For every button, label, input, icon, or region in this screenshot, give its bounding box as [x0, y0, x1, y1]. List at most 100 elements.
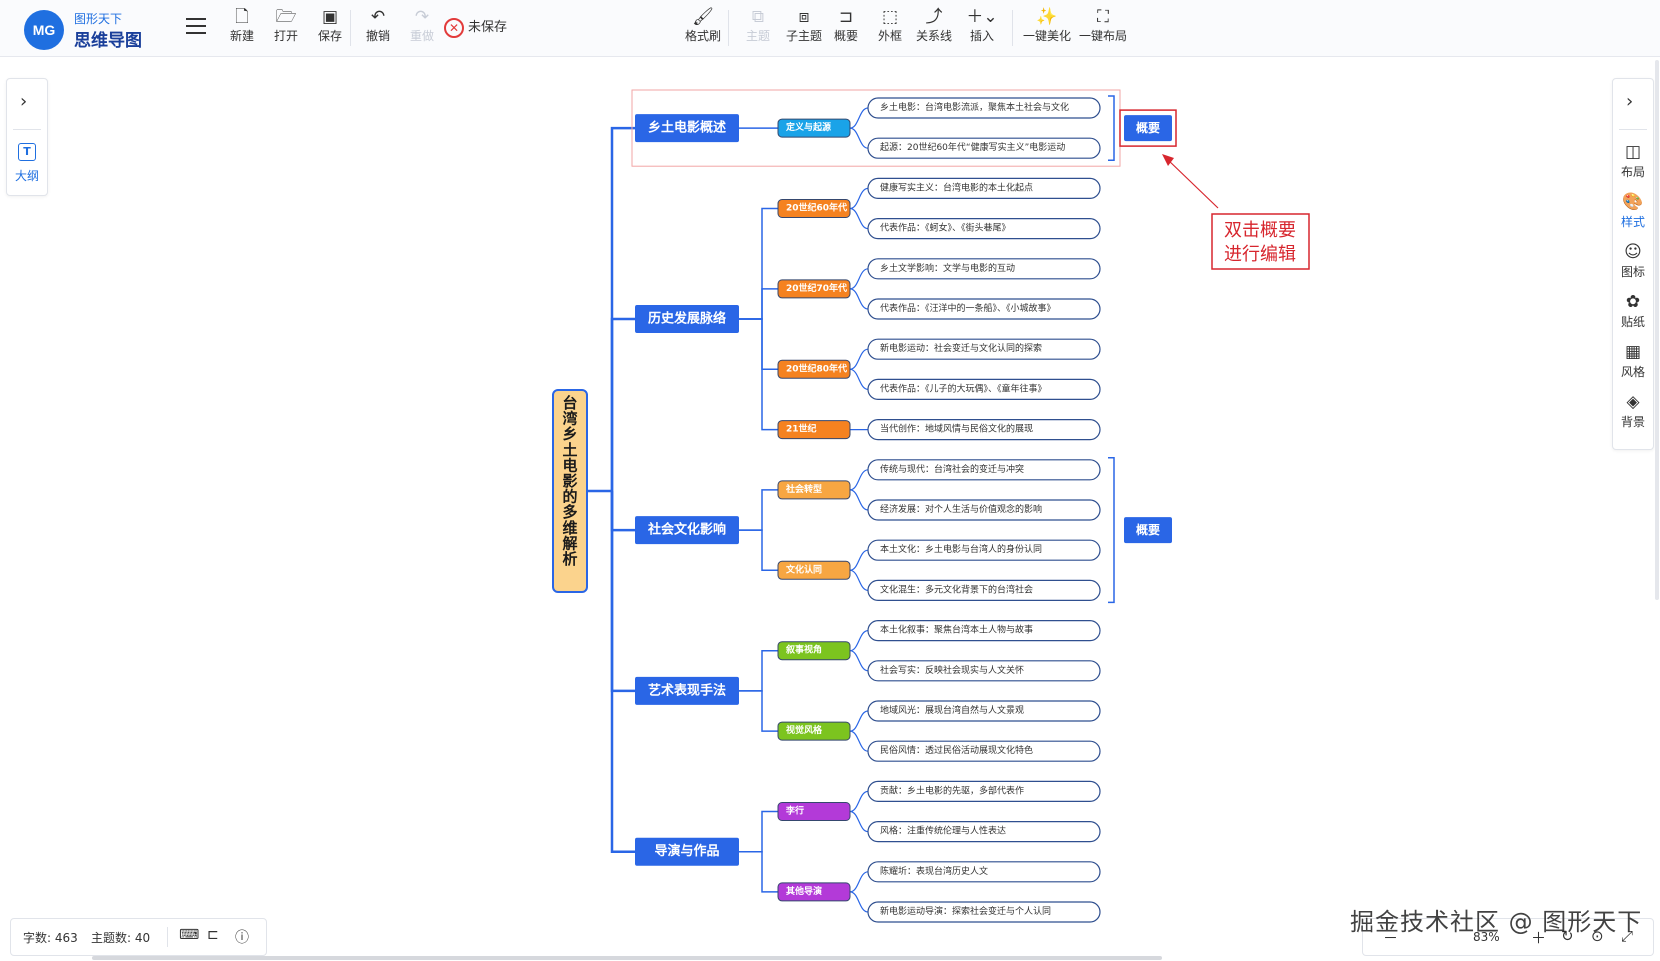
leaf-topic[interactable] [867, 861, 1101, 883]
leaf-topic[interactable] [867, 459, 1101, 481]
vertical-scrollbar[interactable] [1655, 60, 1659, 600]
horizontal-scrollbar[interactable] [92, 956, 1162, 960]
beautify-button[interactable]: ✨ 一键美化 [1020, 6, 1074, 50]
folder-open-icon: 🗁 [275, 7, 297, 27]
unsaved-status: ✕未保存 [444, 16, 507, 38]
leaf-topic[interactable] [867, 780, 1101, 803]
outline-icon[interactable]: T [18, 143, 36, 161]
leaf-topic[interactable] [867, 378, 1101, 400]
background-panel-button[interactable]: ◈背景 [1613, 391, 1653, 430]
branch-topic[interactable] [635, 114, 739, 143]
keyboard-icon[interactable]: ⌨ [179, 927, 200, 943]
connector-line [849, 288, 869, 310]
connector-line [849, 187, 869, 210]
subtopic-node[interactable] [777, 420, 851, 440]
connector-line [849, 891, 869, 913]
leaf-topic[interactable] [867, 258, 1101, 280]
expand-left-panel-icon[interactable]: › [20, 91, 28, 112]
branch-topic[interactable] [635, 837, 739, 866]
insert-button[interactable]: ＋⌄ 插入 [960, 6, 1004, 50]
connector-line [849, 489, 869, 511]
subtopic-node[interactable] [777, 118, 851, 138]
layout-panel-button[interactable]: ◫布局 [1613, 141, 1653, 180]
word-count: 字数: 463 [23, 931, 78, 945]
undo-button[interactable]: ↶ 撤销 [358, 6, 398, 50]
leaf-topic[interactable] [867, 338, 1101, 360]
leaf-topic[interactable] [867, 137, 1101, 159]
leaf-topic[interactable] [867, 901, 1101, 923]
subtopic-node[interactable] [777, 882, 851, 902]
leaf-topic[interactable] [867, 177, 1101, 199]
save-button[interactable]: ▣ 保存 [310, 6, 350, 50]
leaf-topic[interactable] [867, 820, 1101, 843]
brush-icon: 🖌 [692, 7, 714, 27]
subtopic-node[interactable] [777, 480, 851, 500]
leaf-topic[interactable] [867, 740, 1101, 762]
subtopic-button[interactable]: ⧈ 子主题 [782, 6, 826, 50]
toolbar-divider [728, 10, 729, 46]
subtopic-node[interactable] [777, 721, 851, 741]
outline-button-label[interactable]: 大纲 [14, 169, 39, 183]
branch-topic[interactable] [635, 305, 739, 334]
subtopic-label: 定义与起源 [785, 121, 831, 133]
leaf-topic[interactable] [867, 97, 1101, 119]
auto-layout-button[interactable]: ⛶ 一键布局 [1076, 6, 1130, 50]
leaf-topic[interactable] [867, 218, 1101, 240]
connector-line [849, 127, 869, 149]
sub-connector [739, 850, 778, 893]
summary-node[interactable] [1124, 517, 1172, 544]
topic-button[interactable]: ⧉ 主题 [738, 6, 778, 50]
boundary-button[interactable]: ⬚ 外框 [870, 6, 910, 50]
locate-icon[interactable]: ⊙ [1591, 927, 1604, 945]
summary-button[interactable]: ⊐ 概要 [826, 6, 866, 50]
connector-line [849, 871, 869, 893]
branch-topic[interactable] [635, 516, 739, 545]
subtopic-node[interactable] [777, 199, 851, 218]
theme-panel-button[interactable]: ▦风格 [1613, 341, 1653, 380]
leaf-topic[interactable] [867, 619, 1101, 642]
top-toolbar: MG 图形天下 思维导图 🗋 新建 🗁 打开 ▣ 保存 ↶ 撤销 ↷ 重做 ✕未… [0, 0, 1660, 57]
menu-icon[interactable] [186, 18, 206, 36]
leaf-topic[interactable] [867, 539, 1101, 561]
leaf-topic[interactable] [867, 298, 1101, 320]
leaf-topic-label: 风格：注重传统伦理与人性表达 [880, 825, 1006, 837]
style-panel-button[interactable]: 🎨样式 [1613, 191, 1653, 230]
zoom-out-icon[interactable]: － [1383, 929, 1399, 947]
leaf-topic-label: 代表作品：《蚵女》、《街头巷尾》 [880, 222, 1011, 234]
expand-right-panel-icon[interactable]: › [1626, 91, 1634, 112]
annotation-text: 双击概要进行编辑 [1224, 220, 1296, 265]
sub-connector [739, 318, 778, 431]
new-button[interactable]: 🗋 新建 [222, 6, 262, 50]
app-logo[interactable]: MG 图形天下 思维导图 [24, 8, 154, 51]
zoom-in-icon[interactable]: ＋ [1531, 929, 1547, 947]
leaf-topic[interactable] [867, 700, 1101, 722]
subtopic-node[interactable] [777, 641, 851, 661]
icon-panel-button[interactable]: ☺图标 [1613, 241, 1653, 280]
leaf-topic[interactable] [867, 419, 1101, 441]
info-icon[interactable]: ⓘ [235, 930, 249, 946]
refresh-icon[interactable]: ↻ [1561, 927, 1574, 945]
subtopic-node[interactable] [777, 359, 851, 379]
format-painter-button[interactable]: 🖌 格式刷 [682, 6, 724, 50]
subtopic-node[interactable] [777, 279, 851, 299]
summary-node[interactable] [1124, 115, 1172, 142]
leaf-topic[interactable] [867, 579, 1101, 602]
subtopic-node[interactable] [777, 560, 851, 580]
leaf-topic-label: 经济发展：对个人生活与价值观念的影响 [880, 503, 1042, 515]
format-icon[interactable]: ⊏ [207, 927, 219, 943]
leaf-topic[interactable] [867, 499, 1101, 521]
root-topic[interactable] [552, 389, 588, 593]
leaf-topic[interactable] [867, 660, 1101, 682]
connector-line [849, 810, 869, 833]
grid-icon: ▦ [1624, 342, 1642, 362]
open-button[interactable]: 🗁 打开 [266, 6, 306, 50]
relation-line-button[interactable]: ⤴ 关系线 [912, 6, 956, 50]
sticker-panel-button[interactable]: ✿贴纸 [1613, 291, 1653, 330]
subtopic-node[interactable] [777, 802, 851, 821]
fullscreen-icon[interactable]: ⤢ [1621, 927, 1634, 945]
redo-button[interactable]: ↷ 重做 [402, 6, 442, 50]
save-icon: ▣ [321, 7, 339, 27]
branch-topic[interactable] [635, 676, 739, 705]
mindmap-nodes: 台湾乡土电影的多维解析乡土电影概述定义与起源乡土电影：台湾电影流派，聚焦本土社会… [552, 97, 1310, 923]
